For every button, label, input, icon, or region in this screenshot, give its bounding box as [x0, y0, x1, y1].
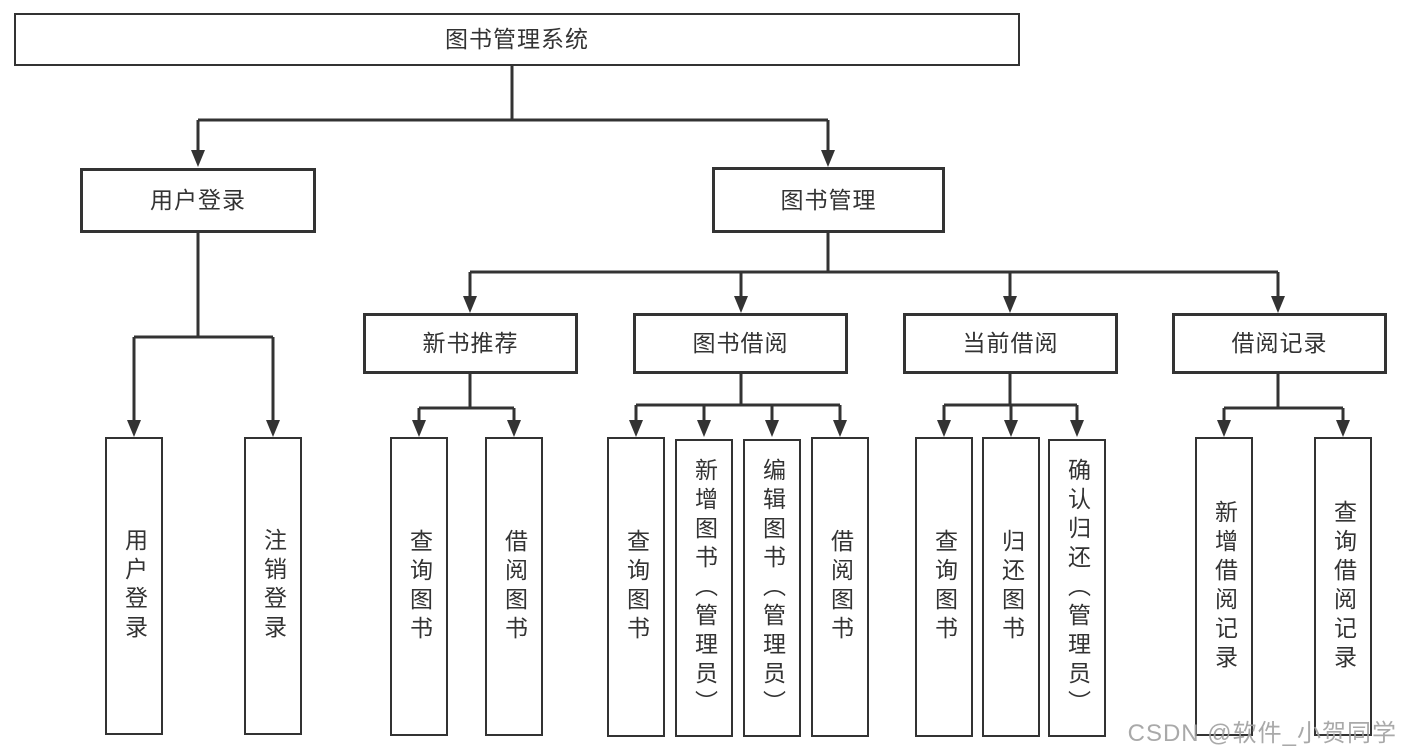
node-label: 用户登录: [121, 528, 148, 644]
leaf-confirm-return-admin: 确认归还（管理员）: [1048, 439, 1106, 737]
node-label: 注销登录: [260, 528, 287, 644]
node-label: 确认归还（管理员）: [1064, 457, 1091, 719]
leaf-query-books-borrow: 查询图书: [607, 437, 665, 737]
arrowhead: [1004, 420, 1018, 437]
node-label: 图书管理: [780, 186, 877, 213]
arrowhead: [1336, 420, 1350, 437]
node-label: 查询图书: [623, 529, 650, 645]
node-label: 借阅图书: [501, 528, 528, 645]
arrowhead: [507, 420, 521, 437]
node-borrow-record: 借阅记录: [1172, 313, 1387, 374]
node-label: 借阅图书: [827, 529, 854, 645]
arrowhead: [1070, 420, 1084, 437]
connector-path: [132, 65, 1345, 424]
node-current-borrow: 当前借阅: [903, 313, 1118, 374]
node-label: 图书借阅: [692, 330, 789, 356]
node-label: 新书推荐: [422, 330, 519, 356]
leaf-borrow-books: 借阅图书: [811, 437, 869, 737]
node-label: 查询借阅记录: [1330, 499, 1357, 674]
node-label: 查询图书: [931, 529, 958, 645]
node-label: 借阅记录: [1231, 330, 1328, 356]
leaf-user-login: 用户登录: [105, 437, 163, 735]
node-user-login: 用户登录: [80, 168, 316, 233]
node-label: 归还图书: [998, 529, 1025, 645]
leaf-query-borrow-record: 查询借阅记录: [1314, 437, 1372, 736]
arrowhead: [191, 150, 205, 167]
arrowhead: [266, 420, 280, 437]
node-new-book-recommend: 新书推荐: [363, 313, 578, 374]
node-label: 新增图书（管理员）: [691, 457, 718, 719]
leaf-logout: 注销登录: [244, 437, 302, 735]
leaf-add-borrow-record: 新增借阅记录: [1195, 437, 1253, 736]
node-label: 新增借阅记录: [1211, 499, 1238, 674]
node-label: 编辑图书（管理员）: [759, 457, 786, 719]
leaf-add-book-admin: 新增图书（管理员）: [675, 439, 733, 737]
node-label: 用户登录: [150, 187, 246, 213]
arrowhead: [1217, 420, 1231, 437]
node-label: 图书管理系统: [445, 26, 589, 52]
leaf-borrow-books-recommend: 借阅图书: [485, 437, 543, 736]
arrowhead: [697, 420, 711, 437]
arrowhead: [734, 296, 748, 313]
arrowhead: [765, 420, 779, 437]
leaf-edit-book-admin: 编辑图书（管理员）: [743, 439, 801, 737]
node-label: 当前借阅: [962, 330, 1059, 356]
node-root: 图书管理系统: [14, 13, 1020, 66]
arrowhead: [1271, 296, 1285, 313]
leaf-query-books-recommend: 查询图书: [390, 437, 448, 736]
arrowhead: [629, 420, 643, 437]
leaf-return-book: 归还图书: [982, 437, 1040, 737]
leaf-query-books-current: 查询图书: [915, 437, 973, 737]
arrowhead: [127, 420, 141, 437]
arrowhead: [1003, 296, 1017, 313]
node-book-borrow: 图书借阅: [633, 313, 848, 374]
arrowhead: [937, 420, 951, 437]
arrowhead: [833, 420, 847, 437]
arrowhead: [412, 420, 426, 437]
arrowhead: [463, 296, 477, 313]
csdn-watermark: CSDN @软件_小贺同学: [1127, 720, 1397, 747]
arrowhead: [821, 150, 835, 167]
node-book-management: 图书管理: [712, 167, 945, 233]
node-label: 查询图书: [406, 528, 433, 645]
